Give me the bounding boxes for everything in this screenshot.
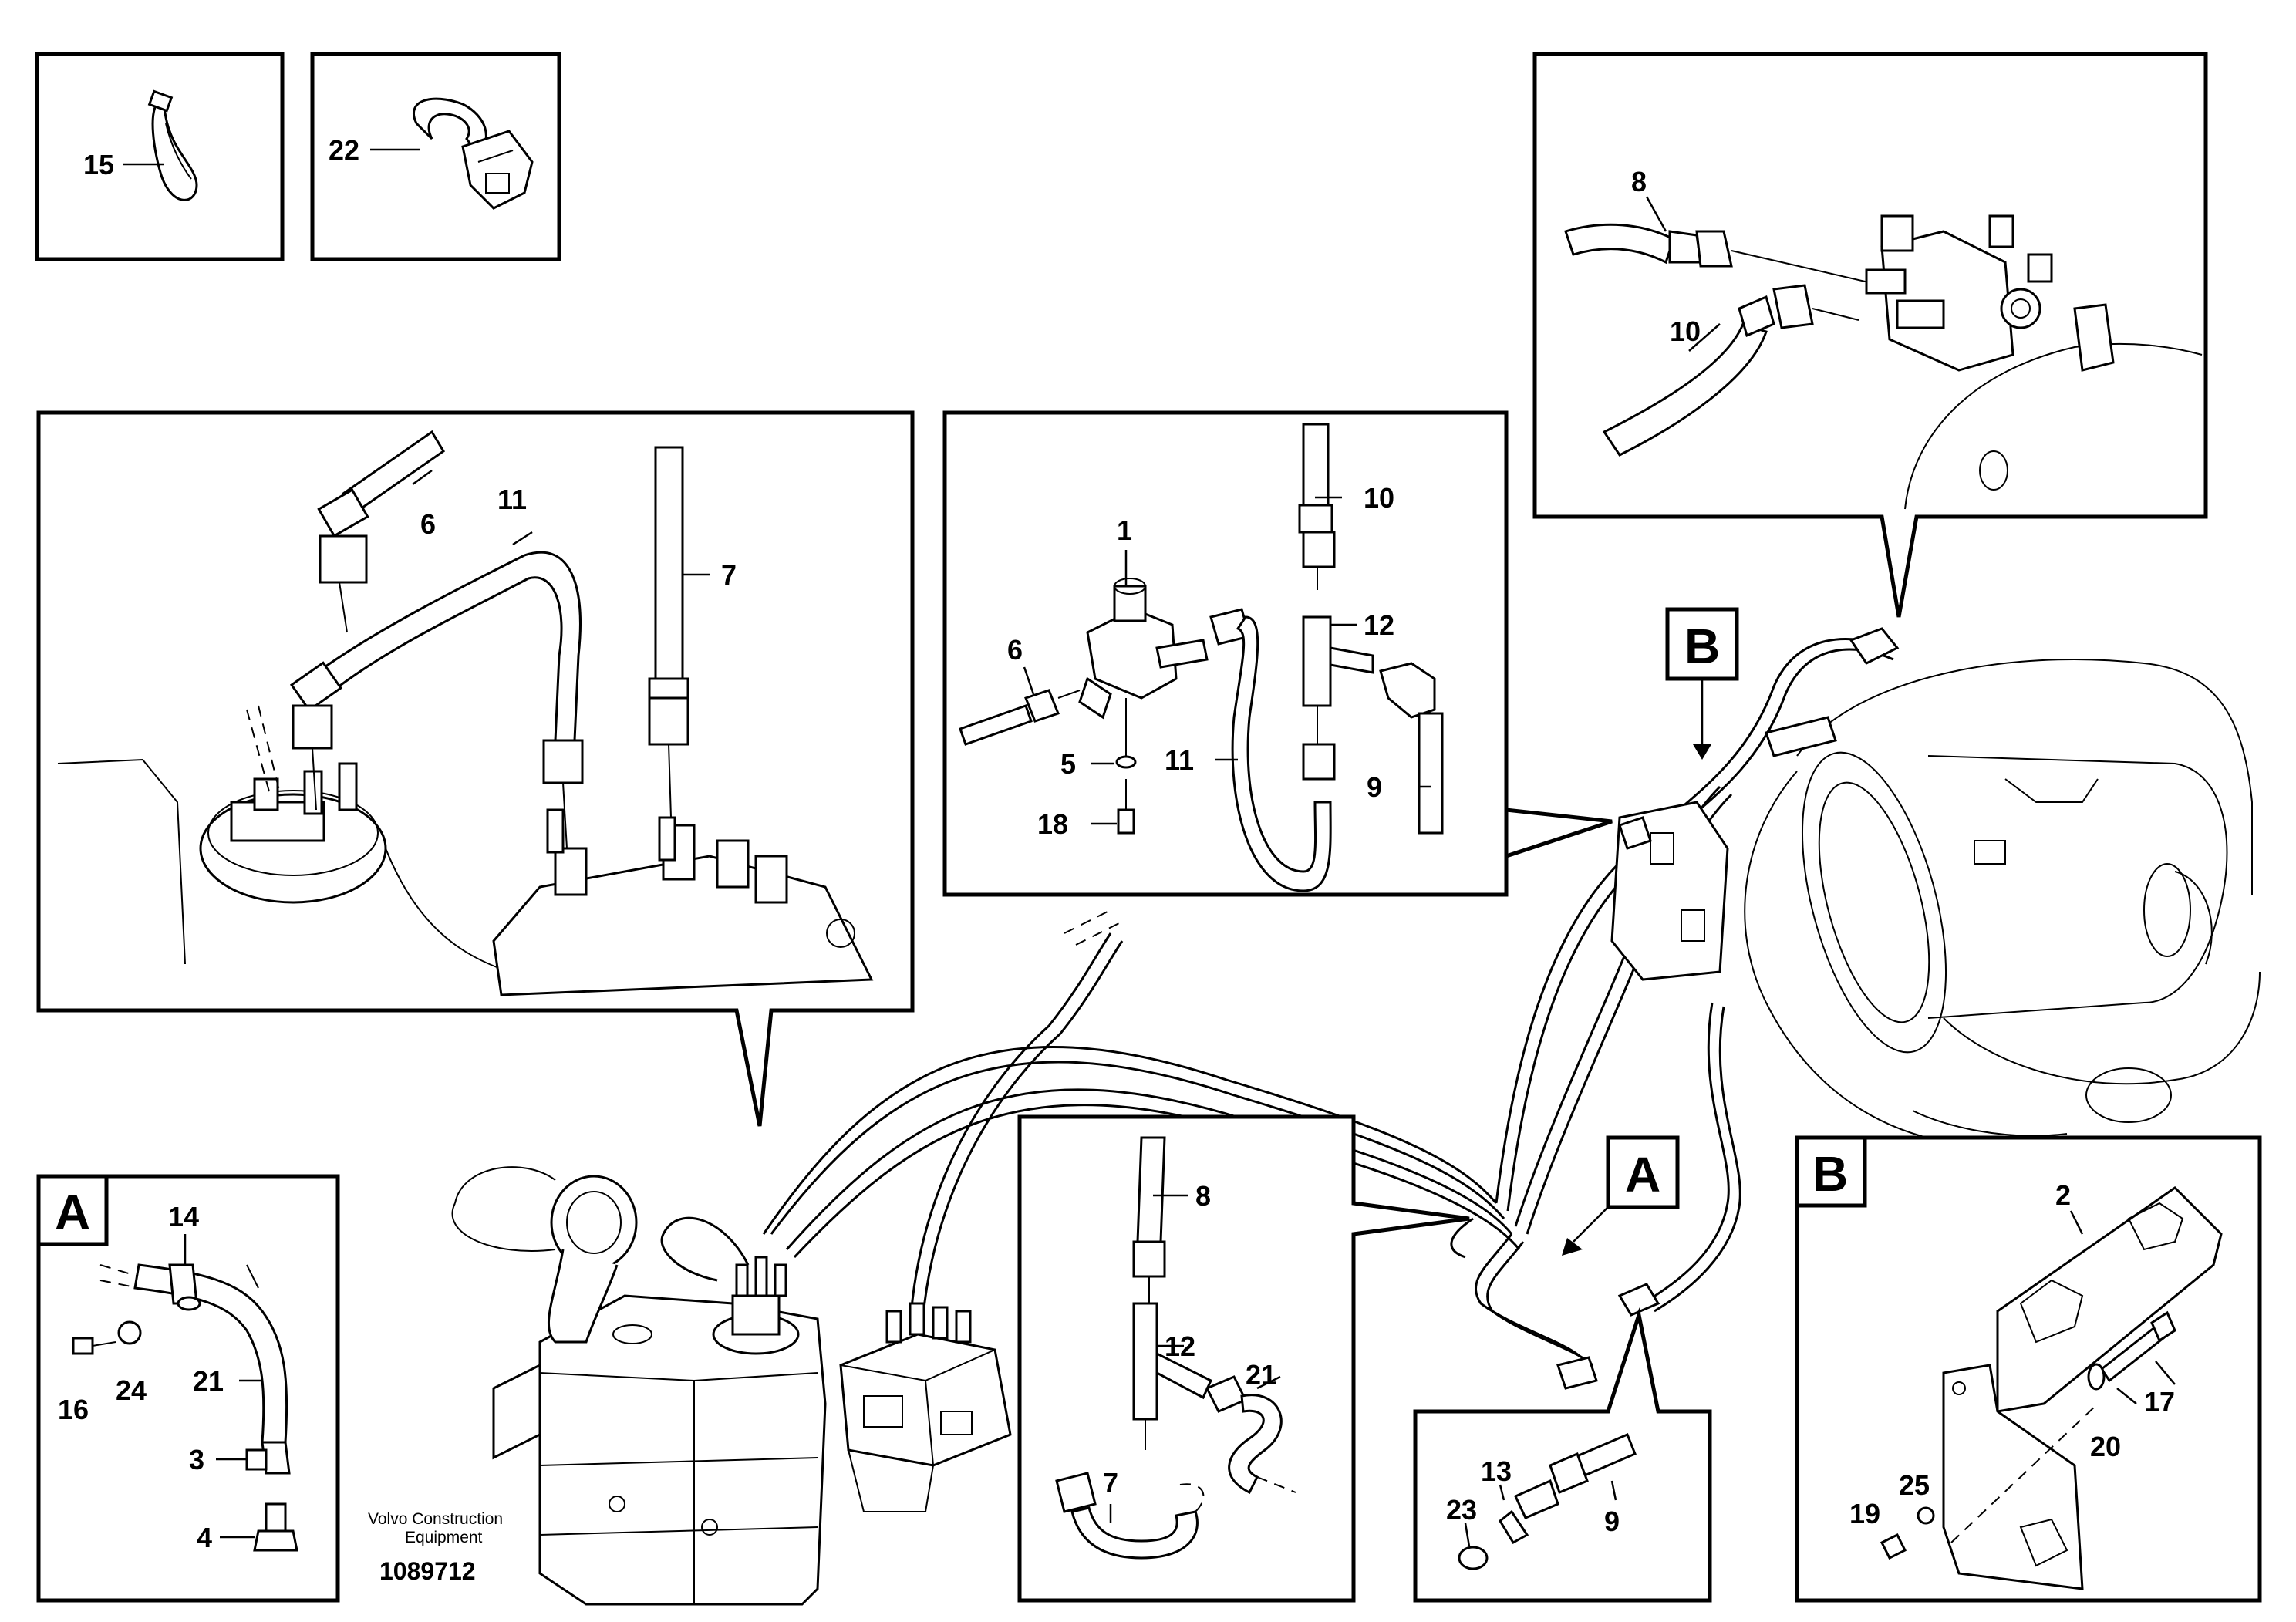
label-part-12-valve: 12 [1364, 609, 1394, 641]
caption-line-2: Equipment [405, 1529, 483, 1546]
view-marker-b-main-label: B [1684, 619, 1720, 674]
detail-tank-lid: 6 11 7 [36, 410, 915, 1127]
label-part-11-valve: 11 [1165, 744, 1194, 776]
label-part-12-tee: 12 [1165, 1330, 1195, 1362]
label-part-21-view-a: 21 [193, 1365, 224, 1397]
label-part-9-valve: 9 [1367, 771, 1382, 803]
label-part-25: 25 [1899, 1469, 1930, 1501]
label-part-22: 22 [329, 134, 359, 166]
view-marker-a-main: A [1562, 1135, 1680, 1256]
label-part-11-tank: 11 [497, 484, 527, 515]
label-part-15: 15 [83, 149, 114, 180]
label-part-17: 17 [2144, 1386, 2175, 1418]
label-part-7-tank: 7 [721, 559, 737, 591]
view-marker-a-detail-label: A [55, 1185, 90, 1240]
caption-block: Volvo Construction Equipment 1089712 [368, 1510, 503, 1585]
box-p-clamp: 22 [310, 52, 561, 261]
label-part-8-tee: 8 [1195, 1180, 1211, 1212]
label-part-1: 1 [1117, 514, 1132, 546]
view-marker-b-detail-label: B [1812, 1146, 1848, 1202]
label-part-8-engine: 8 [1631, 166, 1647, 197]
label-part-23: 23 [1446, 1494, 1477, 1526]
detail-view-b: B 2 17 20 25 19 [1795, 1135, 2262, 1603]
label-part-14: 14 [168, 1201, 199, 1233]
label-part-24: 24 [116, 1374, 147, 1406]
label-part-18: 18 [1037, 808, 1068, 840]
label-part-10-engine: 10 [1670, 315, 1701, 347]
detail-tee: 8 12 21 7 [1017, 1114, 1470, 1603]
label-part-7-tee: 7 [1103, 1467, 1118, 1499]
label-part-6-valve: 6 [1007, 634, 1023, 666]
label-part-21-tee: 21 [1246, 1359, 1276, 1391]
caption-line-1: Volvo Construction [368, 1510, 503, 1528]
label-part-5: 5 [1060, 748, 1076, 780]
label-part-3: 3 [189, 1444, 204, 1475]
label-part-19: 19 [1849, 1498, 1880, 1529]
label-part-10-valve: 10 [1364, 482, 1394, 514]
view-marker-b-main: B [1665, 607, 1739, 760]
detail-valve: 1 6 5 18 11 10 12 9 [942, 410, 1613, 897]
main-assembly [451, 627, 2261, 1606]
detail-engine-connector: 8 10 [1532, 52, 2208, 618]
label-part-13: 13 [1481, 1455, 1512, 1487]
detail-fitting: 13 23 9 [1413, 1307, 1712, 1603]
label-part-20: 20 [2090, 1431, 2121, 1462]
box-cable-tie: 15 [35, 52, 285, 261]
label-part-2: 2 [2055, 1179, 2071, 1211]
label-part-4: 4 [197, 1522, 212, 1553]
label-part-16: 16 [58, 1394, 89, 1425]
detail-view-a: A 14 21 16 24 3 4 [36, 1174, 340, 1603]
view-marker-a-main-label: A [1625, 1147, 1660, 1202]
label-part-6-tank: 6 [420, 508, 436, 540]
label-part-9-fitting: 9 [1604, 1506, 1620, 1537]
document-number: 1089712 [379, 1557, 476, 1585]
